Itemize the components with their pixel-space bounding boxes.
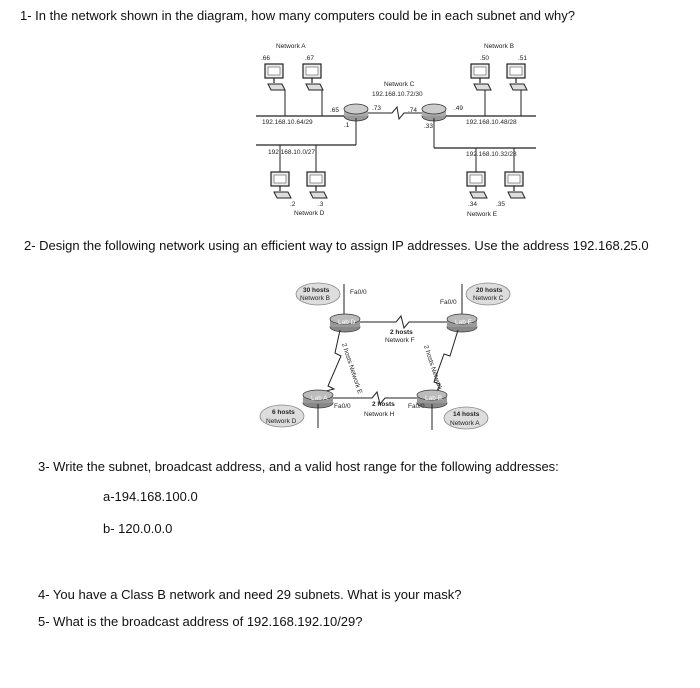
net-h-hosts: 2 hosts <box>372 401 395 408</box>
net-g-label: 2 hosts Network G <box>422 344 445 397</box>
c-right-addr: .74 <box>408 107 417 114</box>
pc-b1-icon <box>470 63 492 91</box>
d-rtr-addr: .1 <box>344 122 350 129</box>
d-pc2-addr: .3 <box>318 201 324 208</box>
network-e-label: Network E <box>467 211 498 218</box>
lab-d-label: Lab D <box>338 319 356 326</box>
net-d-hosts: 6 hosts <box>272 409 295 416</box>
question-5: 5- What is the broadcast address of 192.… <box>38 614 363 629</box>
net-b-hosts: 30 hosts <box>303 287 330 294</box>
serial-g <box>433 329 459 395</box>
network-d-label: Network D <box>294 210 325 217</box>
lab-a-label: Lab A <box>311 395 328 402</box>
d-subnet: 192.168.10.0/27 <box>268 149 315 156</box>
b-rtr-addr: .49 <box>454 105 463 112</box>
net-d-name: Network D <box>266 418 297 425</box>
net-c-hosts: 20 hosts <box>476 287 503 294</box>
net-c-name: Network C <box>473 295 504 302</box>
b-pc1-addr: .50 <box>480 55 489 62</box>
pc-d2-icon <box>306 171 328 199</box>
question-3b: b- 120.0.0.0 <box>103 521 173 536</box>
net-e-label: 2 hosts Network E <box>340 342 363 395</box>
pc-e2-icon <box>504 171 526 199</box>
e-pc1-addr: .34 <box>468 201 477 208</box>
pc-a2-icon <box>302 63 324 91</box>
fa-d: Fa0/0 <box>350 289 367 296</box>
a-pc1-addr: .66 <box>261 55 270 62</box>
a-rtr-addr: .65 <box>330 107 339 114</box>
b-pc2-addr: .51 <box>518 55 527 62</box>
network-a-label: Network A <box>276 43 306 50</box>
lab-b-label: Lab B <box>425 395 442 402</box>
net-a-hosts: 14 hosts <box>453 411 480 418</box>
network-diagram-2: 30 hosts Network B Fa0/0 20 hosts Networ… <box>259 282 511 430</box>
a-subnet: 192.168.10.64/29 <box>262 119 313 126</box>
pc-e1-icon <box>466 171 488 199</box>
fa-a: Fa0/0 <box>334 403 351 410</box>
e-pc2-addr: .35 <box>496 201 505 208</box>
question-2: 2- Design the following network using an… <box>24 238 649 253</box>
e-subnet: 192.168.10.32/28 <box>466 151 517 158</box>
lab-e-label: Lab E <box>455 319 473 326</box>
question-3: 3- Write the subnet, broadcast address, … <box>38 459 559 474</box>
net-f-name: Network F <box>385 337 415 344</box>
net-b-name: Network B <box>300 295 330 302</box>
net-a-name: Network A <box>450 420 480 427</box>
pc-a1-icon <box>264 63 286 91</box>
net-h-name: Network H <box>364 411 395 418</box>
c-left-addr: .73 <box>372 105 381 112</box>
question-1: 1- In the network shown in the diagram, … <box>20 8 575 23</box>
a-pc2-addr: .67 <box>305 55 314 62</box>
serial-f <box>360 314 447 330</box>
question-3a: a-194.168.100.0 <box>103 489 198 504</box>
fa-b: Fa0/0 <box>408 403 425 410</box>
serial-e <box>321 329 342 393</box>
b-subnet: 192.168.10.48/28 <box>466 119 517 126</box>
pc-d1-icon <box>270 171 292 199</box>
d-pc1-addr: .2 <box>290 201 296 208</box>
question-4: 4- You have a Class B network and need 2… <box>38 587 462 602</box>
network-c-label: Network C <box>384 81 415 88</box>
serial-link <box>368 105 432 121</box>
net-f-hosts: 2 hosts <box>390 329 413 336</box>
network-c-addr: 192.168.10.72/30 <box>372 91 423 98</box>
serial-h <box>333 390 417 406</box>
pc-b2-icon <box>506 63 528 91</box>
fa-e: Fa0/0 <box>440 299 457 306</box>
e-rtr-addr: .33 <box>424 123 433 130</box>
network-b-label: Network B <box>484 43 514 50</box>
network-diagram-1: Network A .66 .67 .65 192.168.10.64/29 N… <box>256 43 536 218</box>
